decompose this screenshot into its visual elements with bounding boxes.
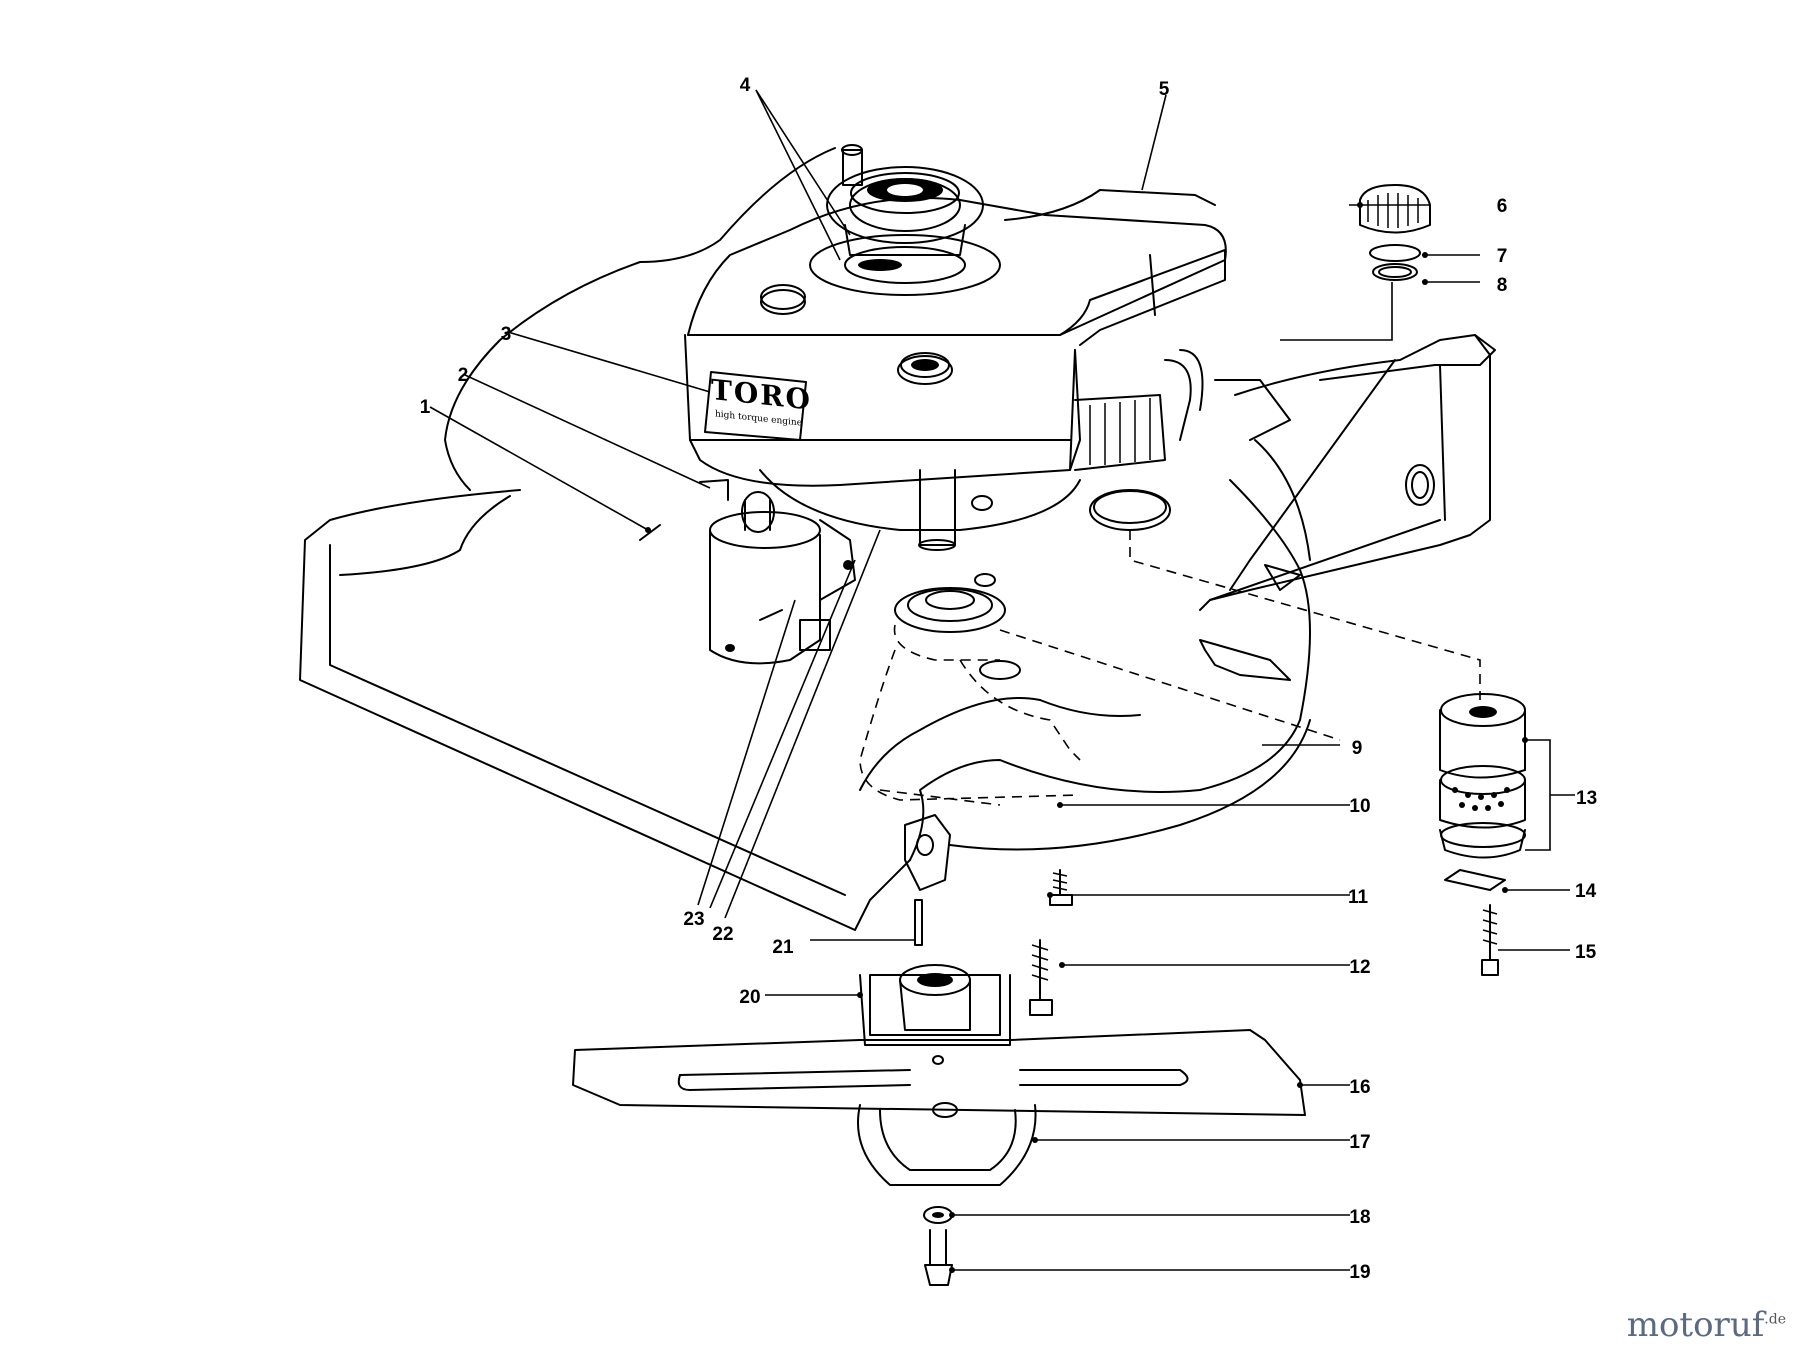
engine bbox=[684, 144, 1227, 551]
blade-bolt bbox=[923, 1206, 953, 1286]
callout-22: 22 bbox=[712, 924, 733, 945]
callout-14: 14 bbox=[1575, 881, 1597, 902]
pulley bbox=[893, 573, 1021, 680]
rear-flap bbox=[1199, 564, 1301, 681]
watermark-suffix: .de bbox=[1764, 1311, 1786, 1328]
fasteners bbox=[639, 524, 1073, 1016]
callout-labels: 1 2 3 4 5 6 7 8 9 10 11 12 13 14 15 16 1… bbox=[420, 75, 1597, 1283]
callout-3: 3 bbox=[501, 324, 512, 345]
leader-lines bbox=[429, 89, 1575, 1271]
mower-deck bbox=[299, 147, 1311, 931]
callout-23: 23 bbox=[683, 909, 704, 930]
callout-12: 12 bbox=[1349, 957, 1370, 978]
callout-16: 16 bbox=[1349, 1077, 1370, 1098]
muffler bbox=[1439, 693, 1526, 976]
callout-15: 15 bbox=[1575, 942, 1597, 963]
callout-1: 1 bbox=[420, 397, 431, 418]
blade-adapter bbox=[859, 964, 1011, 1046]
callout-13: 13 bbox=[1576, 788, 1597, 809]
blade-stiffener bbox=[857, 1102, 1037, 1186]
hidden-lines bbox=[859, 530, 1481, 806]
engine-logo-plate bbox=[704, 371, 807, 441]
deck-lug bbox=[904, 814, 951, 891]
callout-9: 9 bbox=[1352, 738, 1363, 759]
callout-19: 19 bbox=[1349, 1262, 1370, 1283]
watermark-text: motoruf bbox=[1626, 1305, 1765, 1345]
callout-18: 18 bbox=[1349, 1207, 1370, 1228]
callout-2: 2 bbox=[458, 365, 469, 386]
callout-5: 5 bbox=[1159, 79, 1170, 100]
toro-logo: TORO high torque engine bbox=[711, 372, 812, 434]
callout-10: 10 bbox=[1349, 796, 1370, 817]
fuel-cap bbox=[1359, 184, 1431, 281]
muffler-gasket bbox=[1089, 489, 1171, 531]
callout-17: 17 bbox=[1349, 1132, 1370, 1153]
starter-motor bbox=[699, 479, 856, 665]
callout-21: 21 bbox=[772, 937, 794, 958]
callout-7: 7 bbox=[1497, 246, 1508, 267]
watermark: motoruf.de bbox=[1627, 1305, 1786, 1345]
handle-bracket bbox=[1199, 334, 1496, 611]
callout-4: 4 bbox=[740, 75, 751, 96]
mower-blade bbox=[572, 1029, 1306, 1116]
callout-6: 6 bbox=[1497, 196, 1508, 217]
callout-8: 8 bbox=[1497, 275, 1508, 296]
callout-11: 11 bbox=[1348, 887, 1369, 908]
leader-arrows bbox=[645, 202, 1528, 1273]
callout-20: 20 bbox=[739, 987, 760, 1008]
